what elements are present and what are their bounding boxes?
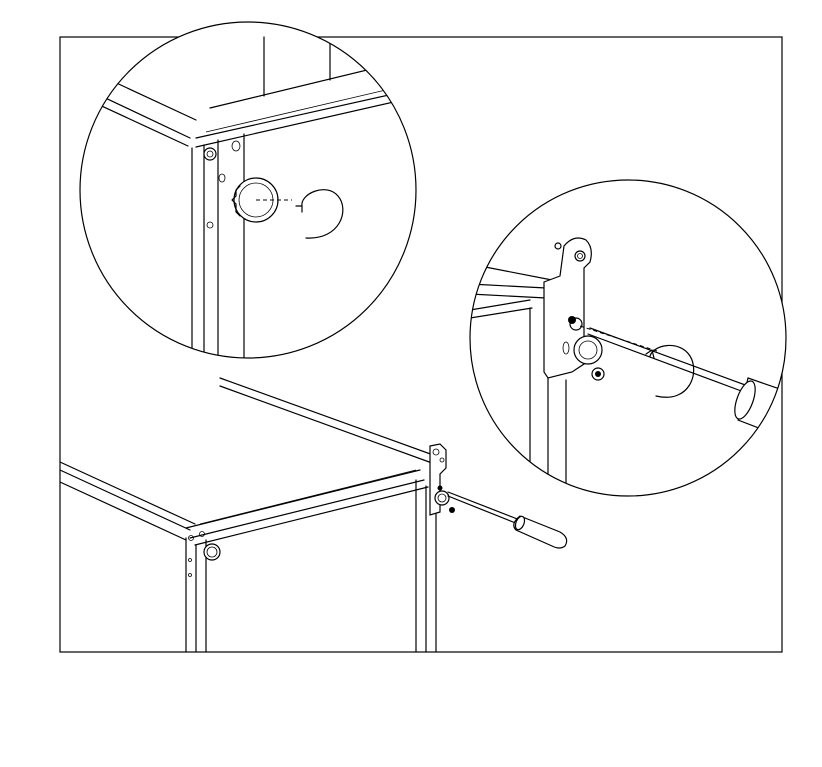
- cabinet-overview: [60, 377, 568, 652]
- bracket-overview: [429, 443, 455, 516]
- screwdriver-overview: [447, 491, 568, 549]
- detail-circle-knob: [79, 21, 417, 359]
- detail-circle-screwdriver: [469, 179, 787, 497]
- knob-detail: [231, 177, 292, 223]
- knob-screwdriver-detail: [568, 316, 605, 381]
- knob-left-overview: [203, 543, 221, 561]
